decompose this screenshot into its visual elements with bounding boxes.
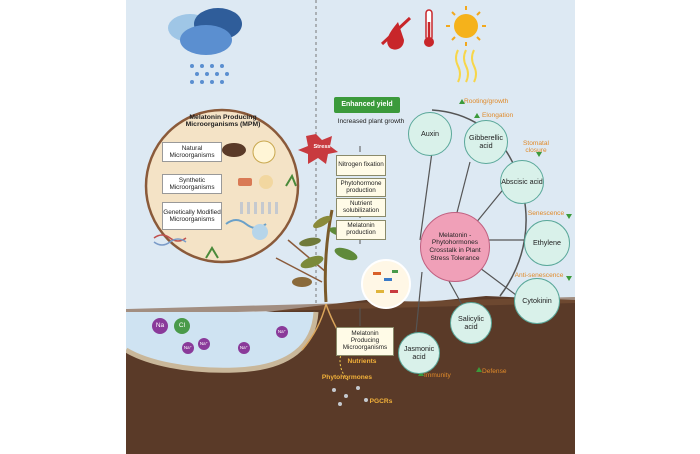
synthetic-microorganisms-box: Synthetic Microorganisms — [162, 174, 222, 194]
na-plus-ion: Na⁺ — [238, 342, 250, 354]
stress-label: Stress — [313, 144, 331, 150]
cytokinin-node: Cytokinin — [514, 278, 560, 324]
anti-senescence-label: Anti-senescence — [514, 272, 564, 279]
cl-ion: Cl — [174, 318, 190, 334]
figure-panel: Melatonin Producing Microorganisms (MPM)… — [126, 0, 575, 454]
ethylene-node: Ethylene — [524, 220, 570, 266]
enhanced-yield-badge: Enhanced yield — [334, 97, 400, 113]
no-water-icon — [380, 16, 412, 50]
elongation-label: Elongation — [482, 112, 514, 119]
na-plus-ion: Na⁺ — [198, 338, 210, 350]
mpm-title: Melatonin Producing Microorganisms (MPM) — [185, 114, 261, 129]
crosstalk-center-node: Melatonin - Phytohormones Crosstalk in P… — [420, 212, 490, 282]
na-plus-ion: Na⁺ — [182, 342, 194, 354]
na-ion: Na — [152, 318, 168, 334]
stress-burst-icon — [298, 134, 338, 164]
auxin-node: Auxin — [408, 112, 452, 156]
abscisic-acid-node: Abscisic acid — [500, 160, 544, 204]
gibberellic-acid-node: Gibberellic acid — [464, 120, 508, 164]
rain-cloud-icon — [168, 8, 242, 84]
senescence-label: Senescence — [527, 210, 565, 217]
phytohormones-label: Phytohormones — [321, 374, 373, 381]
nutrient-solubilization-box: Nutrient solubilization — [336, 198, 386, 217]
rooting-growth-label: Rooting/growth — [464, 98, 509, 105]
thermometer-icon — [424, 9, 434, 47]
melatonin-production-box: Melatonin production — [336, 220, 386, 240]
nutrients-label: Nutrients — [347, 358, 377, 365]
defense-label: Defense — [482, 368, 507, 375]
stomatal-closure-label: Stomatal closure — [522, 140, 550, 155]
natural-microorganisms-box: Natural Microorganisms — [162, 142, 222, 162]
jasmonic-acid-node: Jasmonic acid — [398, 332, 440, 374]
mpm-soil-box: Melatonin Producing Microorganisms — [336, 327, 394, 356]
sun-icon — [446, 6, 486, 83]
phytohormone-production-box: Phytohormone production — [336, 178, 386, 197]
increased-growth-label: Increased plant growth — [337, 118, 405, 125]
nitrogen-fixation-box: Nitrogen fixation — [336, 155, 386, 176]
pgcrs-label: PGCRs — [369, 398, 393, 405]
gm-microorganisms-box: Genetically Modified Microorganisms — [162, 202, 222, 230]
immunity-label: Immunity — [424, 372, 451, 379]
na-plus-ion: Na⁺ — [276, 326, 288, 338]
salicylic-acid-node: Salicylic acid — [450, 302, 492, 344]
